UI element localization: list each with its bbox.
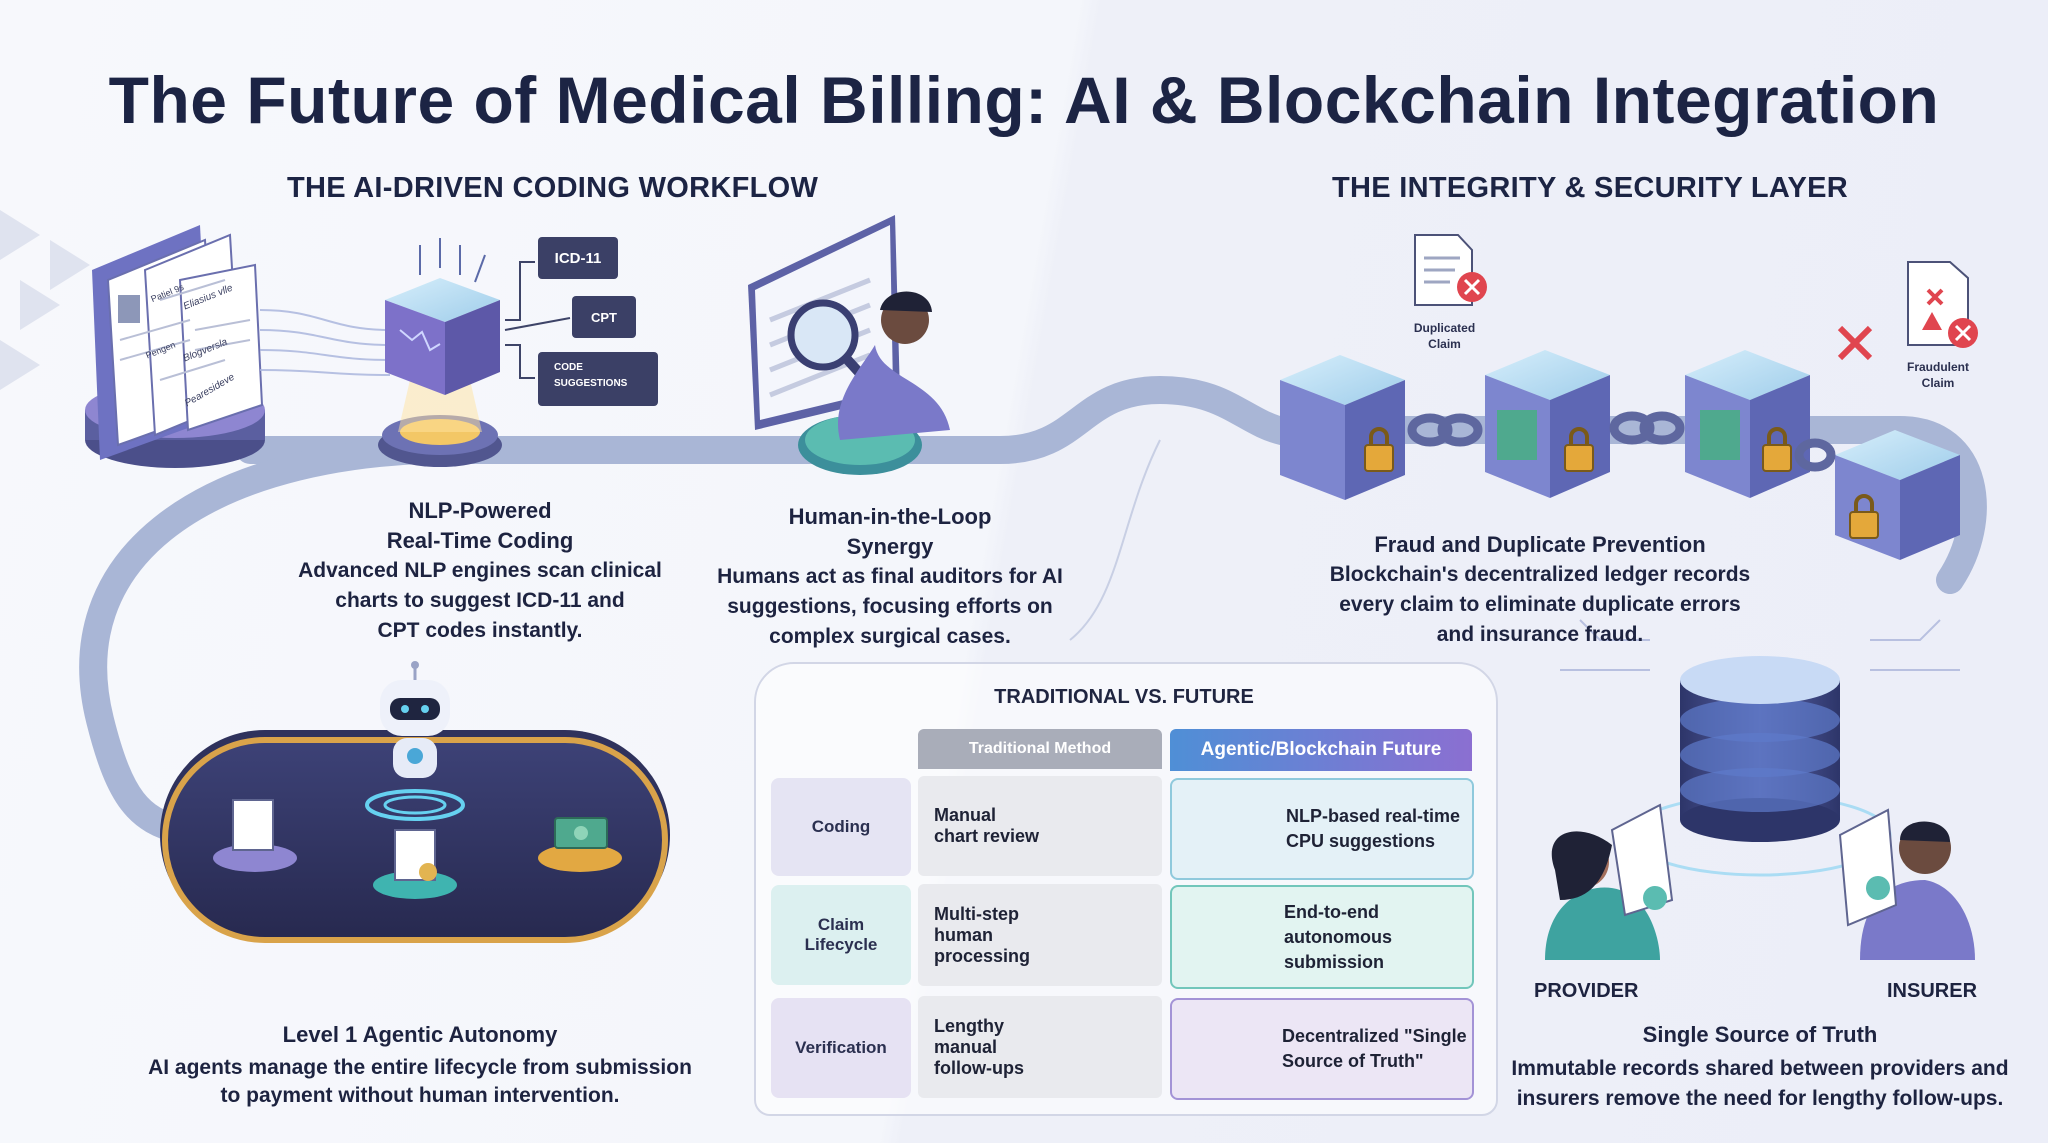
reject-x-icon — [1837, 325, 1873, 361]
database-illustration — [1560, 619, 1960, 877]
future-cell-coding: NLP-based real-time CPU suggestions — [1170, 778, 1474, 880]
block-2 — [1485, 350, 1610, 498]
insurer-illustration — [1838, 808, 1975, 960]
traditional-cell-claim-lifecycle: Multi-step human processing — [918, 884, 1162, 986]
human-loop-body: Humans act as final auditors for AI sugg… — [717, 565, 1063, 648]
nlp-caption: NLP-Powered Real-Time Coding Advanced NL… — [270, 496, 690, 646]
icd11-tag: ICD-11 — [538, 237, 618, 279]
cpt-tag: CPT — [572, 296, 636, 338]
human-loop-caption: Human-in-the-Loop Synergy Humans act as … — [680, 502, 1100, 652]
agentic-title: Level 1 Agentic Autonomy — [282, 1022, 558, 1047]
agentic-platform-illustration — [160, 661, 670, 943]
workflow-path — [236, 375, 1987, 594]
security-layer-heading: THE INTEGRITY & SECURITY LAYER — [1332, 172, 1849, 204]
duplicated-claim-label: Duplicated Claim — [1413, 321, 1476, 351]
claim-doc-icon — [373, 829, 457, 899]
agentic-caption: Level 1 Agentic Autonomy AI agents manag… — [100, 1020, 740, 1110]
provider-label: PROVIDER — [1534, 980, 1639, 1002]
fraudulent-claim-label: Fraudulent Claim — [1907, 360, 1969, 390]
agentic-body: AI agents manage the entire lifecycle fr… — [148, 1056, 692, 1107]
block-1 — [1280, 355, 1405, 500]
truth-caption: Single Source of Truth Immutable records… — [1490, 1020, 2030, 1114]
duplicated-claim-document — [1414, 234, 1487, 306]
nlp-title: NLP-Powered Real-Time Coding — [386, 498, 574, 553]
blockchain-ledger-illustration — [1280, 350, 1960, 560]
payment-cash-icon — [538, 817, 622, 872]
comparison-title: TRADITIONAL VS. FUTURE — [994, 686, 1254, 708]
traditional-column-header: Traditional Method — [918, 729, 1162, 769]
nlp-engine-cube — [378, 238, 502, 467]
row-label-verification: Verification — [771, 998, 911, 1098]
fraudulent-claim-document — [1907, 261, 1978, 348]
clinical-documents-illustration — [85, 225, 265, 468]
block-4 — [1835, 430, 1960, 560]
code-suggestions-tag: CODE SUGGESTIONS — [538, 352, 658, 406]
human-loop-title: Human-in-the-Loop Synergy — [788, 504, 992, 559]
fraud-body: Blockchain's decentralized ledger record… — [1329, 563, 1751, 646]
provider-illustration — [1545, 803, 1674, 960]
traditional-cell-verification: Lengthy manual follow-ups — [918, 996, 1162, 1098]
traditional-cell-coding: Manual chart review — [918, 776, 1162, 876]
decorative-triangles — [0, 210, 90, 390]
ai-robot-icon — [380, 661, 450, 778]
future-cell-verification: Decentralized "Single Source of Truth" — [1170, 998, 1474, 1100]
truth-title: Single Source of Truth — [1642, 1022, 1878, 1047]
nlp-body: Advanced NLP engines scan clinical chart… — [298, 559, 662, 642]
insurer-label: INSURER — [1887, 980, 1978, 1002]
page-title: The Future of Medical Billing: AI & Bloc… — [108, 63, 1940, 137]
future-column-header: Agentic/Blockchain Future — [1170, 729, 1472, 771]
block-3 — [1685, 350, 1810, 498]
row-label-claim-lifecycle: Claim Lifecycle — [771, 885, 911, 985]
row-label-coding: Coding — [771, 778, 911, 876]
submission-doc-icon — [213, 799, 297, 872]
fraud-title: Fraud and Duplicate Prevention — [1374, 532, 1706, 557]
fraud-caption: Fraud and Duplicate Prevention Blockchai… — [1290, 530, 1790, 650]
human-auditor-illustration — [748, 215, 950, 475]
future-cell-claim-lifecycle: End-to-end autonomous submission — [1170, 885, 1474, 989]
ai-workflow-heading: THE AI-DRIVEN CODING WORKFLOW — [287, 172, 819, 204]
truth-body: Immutable records shared between provide… — [1511, 1057, 2009, 1110]
